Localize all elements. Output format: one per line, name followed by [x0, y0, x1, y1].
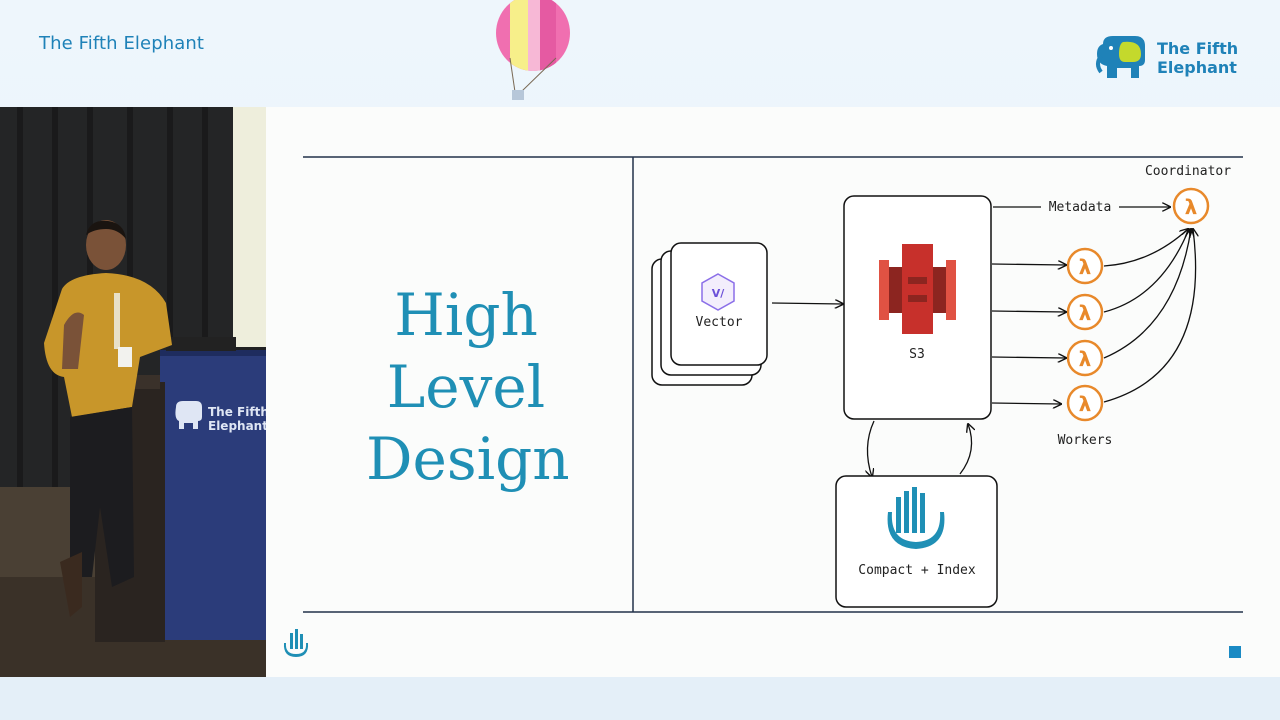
bottom-bar	[0, 677, 1280, 720]
podium-logo-line1: The Fifth	[208, 405, 266, 419]
lambda-icon: λ	[1185, 195, 1198, 219]
compact-index-label: Compact + Index	[858, 563, 976, 578]
architecture-diagram: V/ Vector S3	[303, 156, 1243, 613]
slide-footer-marker	[1229, 646, 1241, 658]
coordinator-lambda: λ	[1172, 187, 1210, 225]
speaker-scene: The Fifth Elephant	[0, 107, 266, 677]
slide-title: High Level Design	[366, 279, 570, 495]
lambda-icon: λ	[1079, 347, 1092, 371]
event-logo: The Fifth Elephant	[1095, 34, 1255, 84]
vector-node: V/ Vector	[651, 242, 768, 386]
lambda-icon: λ	[1079, 392, 1092, 416]
title-line-1: High	[394, 281, 538, 349]
worker-lambda-2: λ	[1066, 293, 1104, 331]
worker-lambda-3: λ	[1066, 339, 1104, 377]
vector-label: Vector	[696, 315, 743, 330]
title-line-2: Level	[386, 353, 546, 421]
presentation-slide: High Level Design V/ Vector	[266, 107, 1280, 677]
logo-text-line1: The Fifth	[1157, 39, 1239, 58]
elephant-logo-icon	[1096, 36, 1145, 78]
s3-bucket-icon	[879, 244, 956, 334]
lambda-icon: λ	[1079, 301, 1092, 325]
footer-logo-icon	[283, 629, 309, 657]
svg-text:V/: V/	[712, 287, 726, 300]
coordinator-label: Coordinator	[1145, 164, 1231, 179]
lambda-icon: λ	[1079, 255, 1092, 279]
logo-text-line2: Elephant	[1157, 58, 1237, 77]
s3-node: S3	[843, 195, 992, 420]
index-logo-icon	[887, 487, 945, 549]
compact-index-node: Compact + Index	[835, 475, 998, 608]
podium-logo-line2: Elephant	[208, 419, 266, 433]
header-brand-text: The Fifth Elephant	[39, 33, 205, 54]
worker-lambda-1: λ	[1066, 247, 1104, 285]
speaker-video: The Fifth Elephant	[0, 107, 266, 677]
vector-db-icon: V/	[701, 273, 735, 311]
balloon-illustration	[496, 0, 570, 100]
workers-label: Workers	[1058, 433, 1113, 448]
metadata-label: Metadata	[1049, 200, 1112, 215]
worker-lambda-4: λ	[1066, 384, 1104, 422]
s3-label: S3	[909, 347, 925, 362]
title-line-3: Design	[366, 425, 570, 493]
